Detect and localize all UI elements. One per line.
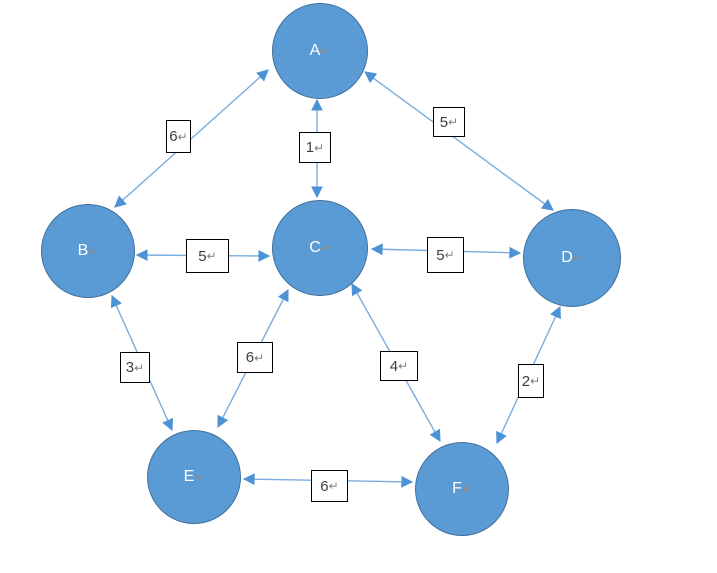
- return-mark-icon: ↵: [206, 249, 217, 263]
- return-mark-icon: ↵: [88, 244, 99, 258]
- edge-label-A-C[interactable]: 1↵: [299, 132, 331, 163]
- return-mark-icon: ↵: [461, 482, 472, 496]
- edge-weight: 6: [245, 349, 255, 366]
- node-A-label: A: [309, 42, 321, 59]
- node-A[interactable]: A↵: [272, 3, 368, 99]
- node-E-label: E: [183, 468, 195, 485]
- return-mark-icon: ↵: [194, 470, 205, 484]
- return-mark-icon: ↵: [314, 140, 325, 155]
- node-F[interactable]: F↵: [415, 442, 509, 536]
- edge-label-D-F[interactable]: 2↵: [518, 364, 544, 398]
- node-B[interactable]: B↵: [41, 204, 135, 298]
- node-D[interactable]: D↵: [523, 209, 621, 307]
- return-mark-icon: ↵: [572, 251, 583, 265]
- edge-weight: 4: [389, 357, 399, 375]
- return-mark-icon: ↵: [328, 479, 339, 493]
- edge-label-C-F[interactable]: 4↵: [380, 351, 418, 381]
- return-mark-icon: ↵: [254, 350, 265, 365]
- return-mark-icon: ↵: [320, 241, 331, 255]
- edge-label-B-C[interactable]: 5↵: [186, 239, 229, 273]
- node-E[interactable]: E↵: [147, 430, 241, 524]
- edge-weight: 6: [320, 477, 329, 495]
- node-C-label: C: [309, 239, 321, 256]
- edge-A-B[interactable]: [114, 69, 269, 208]
- return-mark-icon: ↵: [444, 248, 455, 262]
- edge-label-A-B[interactable]: 6↵: [166, 120, 191, 153]
- edge-label-E-F[interactable]: 6↵: [311, 470, 348, 502]
- edge-weight: 6: [169, 128, 178, 145]
- node-F-label: F: [452, 480, 462, 497]
- edge-weight: 5: [198, 247, 207, 265]
- return-mark-icon: ↵: [448, 115, 459, 129]
- edge-label-C-D[interactable]: 5↵: [427, 237, 464, 273]
- edge-label-C-E[interactable]: 6↵: [237, 342, 273, 373]
- return-mark-icon: ↵: [320, 44, 331, 58]
- node-C[interactable]: C↵: [272, 200, 368, 296]
- node-B-label: B: [77, 242, 89, 259]
- return-mark-icon: ↵: [398, 359, 409, 373]
- edge-weight: 1: [305, 139, 315, 156]
- return-mark-icon: ↵: [134, 360, 145, 375]
- edge-weight: 3: [125, 359, 135, 376]
- return-mark-icon: ↵: [177, 129, 188, 144]
- edge-label-A-D[interactable]: 5↵: [433, 107, 465, 137]
- node-D-label: D: [561, 249, 573, 266]
- edge-weight: 5: [436, 246, 445, 264]
- return-mark-icon: ↵: [530, 374, 541, 388]
- edge-A-D[interactable]: [364, 71, 554, 211]
- edge-label-B-E[interactable]: 3↵: [120, 352, 150, 383]
- edge-weight: 5: [439, 113, 449, 131]
- edge-weight: 2: [521, 372, 531, 390]
